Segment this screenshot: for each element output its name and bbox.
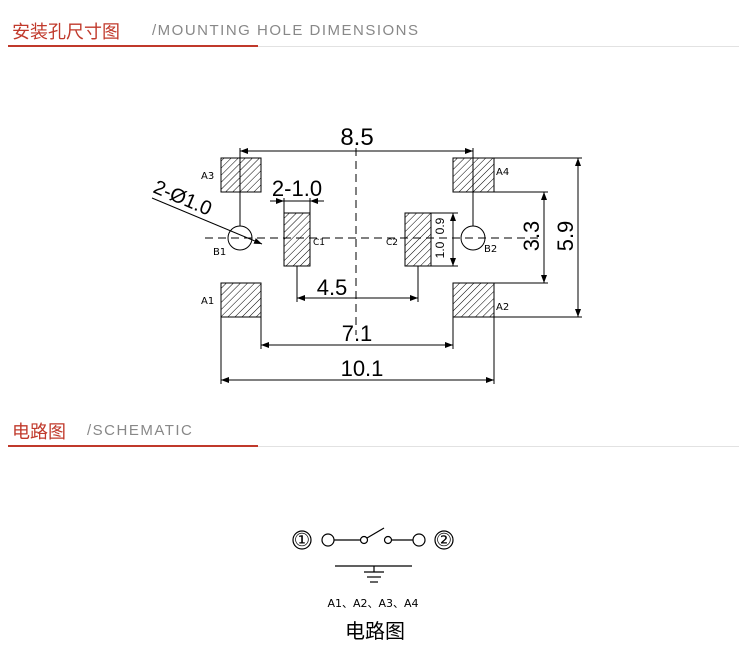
section-title-en: /SCHEMATIC: [87, 422, 194, 439]
pin-label-a3: A3: [201, 171, 214, 182]
schematic-node-1: ①: [294, 530, 310, 551]
dim-inner: 4.5: [317, 275, 348, 300]
accent-underline: [8, 445, 258, 447]
pin-label-c1: C1: [313, 238, 325, 248]
section-title-en: /MOUNTING HOLE DIMENSIONS: [152, 22, 420, 39]
dim-slot: 2-1.0: [272, 176, 322, 201]
dim-mid: 7.1: [342, 321, 373, 346]
schematic-ground-pins: A1、A2、A3、A4: [327, 597, 418, 610]
dim-pad-h: 1.0: [433, 241, 447, 258]
accent-underline: [8, 45, 258, 47]
pad-a3: [220, 157, 262, 193]
dim-overall-top: 8.5: [340, 124, 373, 151]
section-title-cn: 安装孔尺寸图: [12, 22, 120, 43]
dim-right-outer: 5.9: [553, 221, 578, 252]
dim-hole-dia: 2-Ø1.0: [150, 176, 215, 220]
pad-c1: [283, 212, 311, 267]
pad-a2: [452, 282, 495, 318]
pin-label-a4: A4: [496, 167, 509, 178]
pin-label-c2: C2: [386, 238, 398, 248]
divider: [8, 446, 739, 447]
pad-c2: [404, 212, 432, 267]
pin-label-a2: A2: [496, 302, 509, 313]
pin-label-a1: A1: [201, 296, 214, 307]
dim-pad-w: 0.9: [433, 217, 447, 234]
section-header-schematic: 电路图 /SCHEMATIC: [8, 408, 739, 448]
section-title-cn: 电路图: [12, 422, 66, 443]
schematic-caption: 电路图: [345, 619, 405, 643]
dim-right-inner: 3.3: [519, 221, 544, 252]
divider: [8, 46, 739, 47]
pad-a1: [220, 282, 262, 318]
pin-label-b2: B2: [484, 244, 497, 255]
mounting-drawing: [151, 148, 582, 384]
schematic-drawing: [292, 527, 454, 583]
dim-overall-bottom: 10.1: [341, 356, 384, 381]
section-header-mounting: 安装孔尺寸图 /MOUNTING HOLE DIMENSIONS: [8, 8, 739, 48]
pin-label-b1: B1: [213, 247, 226, 258]
schematic-node-2: ②: [436, 530, 452, 551]
